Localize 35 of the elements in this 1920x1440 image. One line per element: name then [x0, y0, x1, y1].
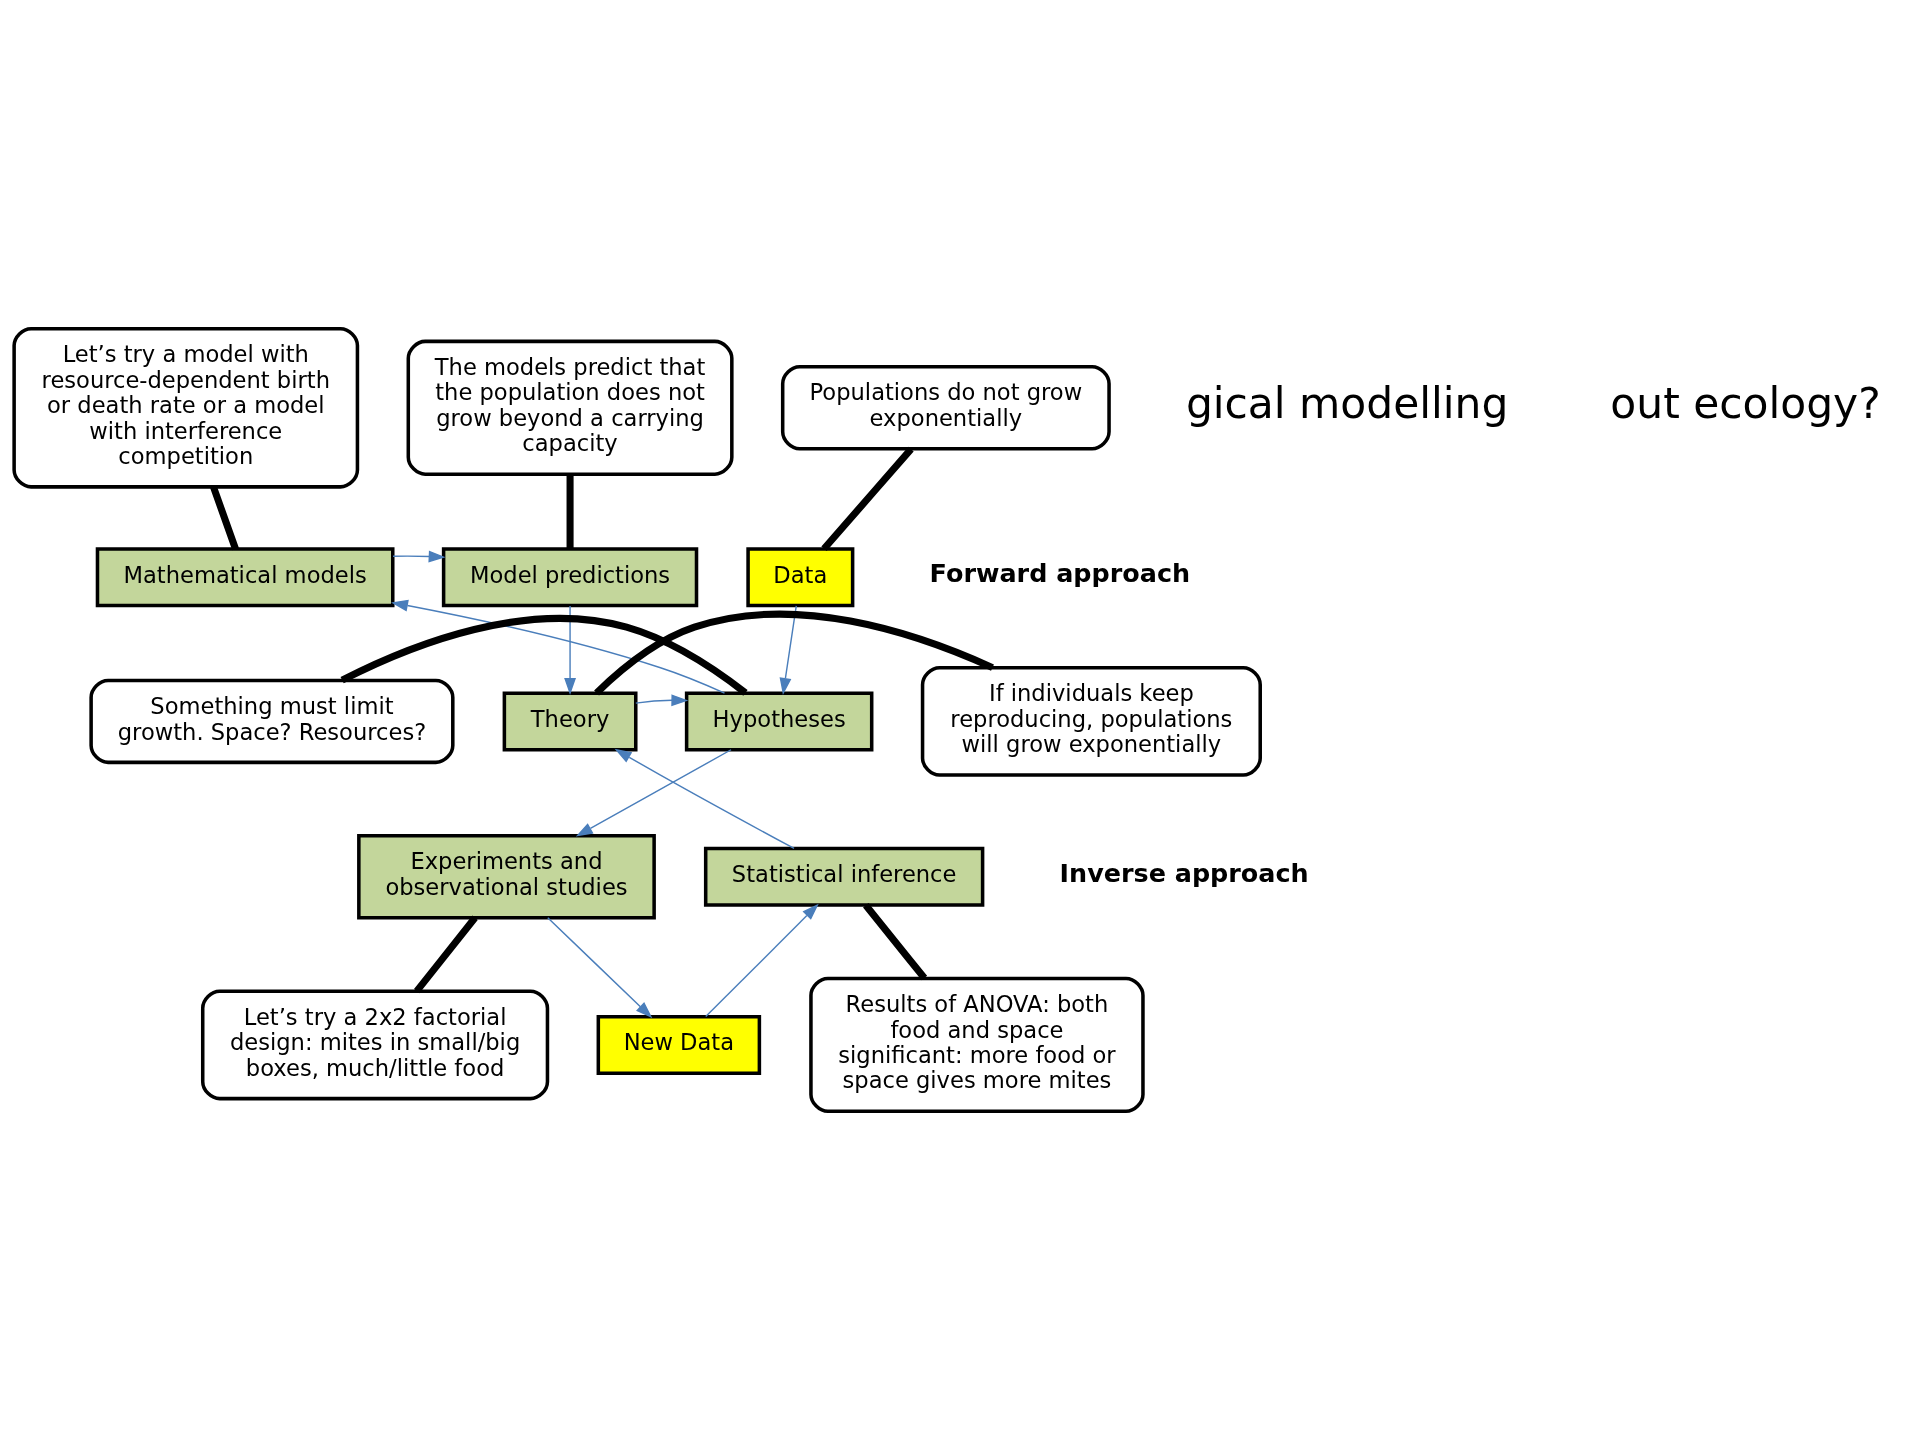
- connector: [340, 615, 748, 696]
- label: out ecology?: [1610, 379, 1881, 429]
- connector: [566, 474, 574, 549]
- arrow: [391, 599, 726, 694]
- arrow: [705, 903, 819, 1018]
- arrow: [392, 550, 446, 563]
- connector: [594, 610, 994, 696]
- connector: [210, 486, 239, 551]
- arrow: [575, 749, 732, 837]
- arrow: [779, 605, 797, 695]
- label: Inverse approach: [1059, 857, 1309, 888]
- node-box: Hypotheses: [684, 691, 874, 752]
- label: Forward approach: [929, 558, 1191, 589]
- connector: [821, 446, 914, 552]
- node-box: Results of ANOVA: both food and space significant: more food or space gives more mites: [809, 976, 1145, 1114]
- node-box: Populations do not grow exponentially: [780, 365, 1111, 451]
- node-box: Mathematical models: [95, 547, 395, 608]
- node-box: Let’s try a model with resource-dependent birth or death rate or a model with interference competition: [12, 326, 360, 489]
- node-box: The models predict that the population does not grow beyond a carrying capacity: [406, 339, 734, 476]
- node-box: Let’s try a 2x2 factorial design: mites in small/big boxes, much/little food: [200, 989, 550, 1101]
- node-box: Theory: [502, 691, 638, 752]
- node-box: Data: [746, 547, 855, 608]
- label: gical modelling: [1185, 379, 1509, 429]
- arrow: [547, 917, 653, 1019]
- node-box: Model predictions: [441, 547, 699, 608]
- node-box: If individuals keep reproducing, populations will grow exponentially: [920, 665, 1262, 777]
- arrow: [635, 694, 689, 707]
- node-box: New Data: [596, 1014, 762, 1075]
- node-box: Statistical inference: [703, 846, 985, 907]
- node-box: Something must limit growth. Space? Resources?: [89, 678, 455, 765]
- connector: [863, 902, 928, 981]
- connector: [414, 915, 478, 994]
- node-box: Experiments and observational studies: [357, 834, 656, 920]
- arrow: [564, 605, 576, 695]
- arrow: [614, 748, 795, 850]
